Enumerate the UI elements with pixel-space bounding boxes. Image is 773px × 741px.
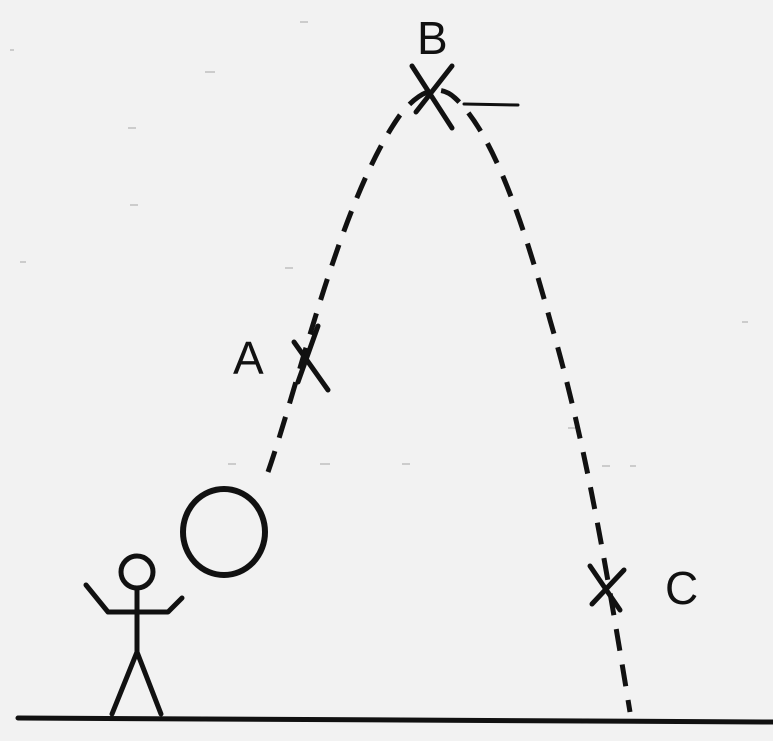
marker-b: [409, 63, 520, 131]
label-c: C: [665, 562, 698, 614]
marker-a: [291, 323, 331, 393]
marker-b-pointer: [462, 102, 520, 107]
person-left-leg: [109, 649, 140, 717]
marker-c: [587, 563, 627, 613]
person-right-leg: [134, 649, 164, 717]
label-a: A: [233, 332, 264, 384]
person-head: [118, 553, 156, 591]
ball: [180, 486, 268, 578]
background-specks: [10, 21, 748, 467]
person-right-arm: [134, 595, 185, 615]
trajectory-path: [265, 87, 633, 713]
person-figure: [83, 553, 185, 717]
label-b: B: [417, 12, 448, 64]
person-left-arm: [83, 582, 140, 615]
ground-line: [15, 715, 773, 725]
